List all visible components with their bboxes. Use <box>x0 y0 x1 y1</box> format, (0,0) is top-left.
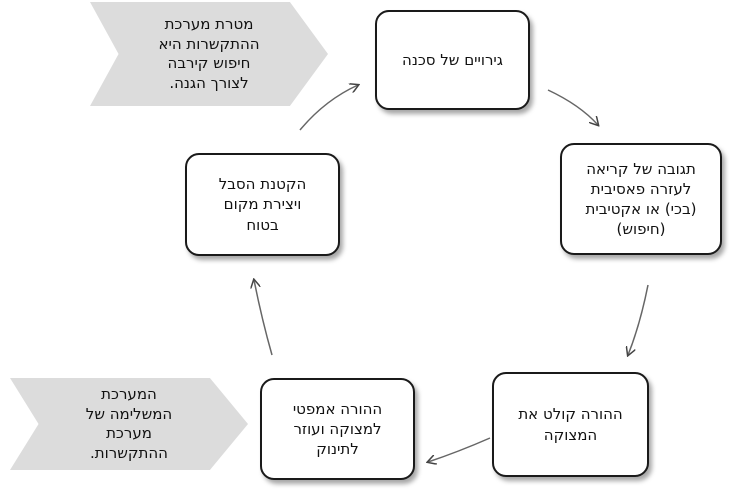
callout-system-purpose-text: מטרת מערכת ההתקשרות היא חיפוש קירבה לצור… <box>158 15 260 92</box>
node-danger-stimuli: גירויים של סכנה <box>375 10 530 110</box>
node-reduce-suffering: הקטנת הסבל ויצירת מקום בטוח <box>185 153 340 256</box>
node-cry-response: תגובה של קריאה לעזרה פאסיבית (בכי) או אק… <box>560 143 722 255</box>
callout-complementary-system: המערכת המשלימה של מערכת ההתקשרות. <box>10 378 248 470</box>
arrow-cry-to-receives <box>628 284 649 355</box>
arrow-danger-to-cry <box>547 89 598 125</box>
arrow-empathic-to-reduce <box>254 280 273 356</box>
callout-complementary-system-text: המערכת המשלימה של מערכת ההתקשרות. <box>85 385 173 462</box>
node-parent-empathic-label: ההורה אמפטי למצוקה ועוזר לתינוק <box>292 399 383 459</box>
node-cry-response-label: תגובה של קריאה לעזרה פאסיבית (בכי) או אק… <box>585 159 697 239</box>
node-reduce-suffering-label: הקטנת הסבל ויצירת מקום בטוח <box>218 175 307 234</box>
node-danger-stimuli-label: גירויים של סכנה <box>402 50 503 69</box>
arrow-reduce-to-danger <box>299 85 358 131</box>
arrow-receives-to-empathic <box>428 437 491 462</box>
node-parent-receives-distress: ההורה קולט את המצוקה <box>492 372 649 477</box>
callout-system-purpose: מטרת מערכת ההתקשרות היא חיפוש קירבה לצור… <box>90 2 328 106</box>
node-parent-receives-distress-label: ההורה קולט את המצוקה <box>518 405 623 444</box>
node-parent-empathic: ההורה אמפטי למצוקה ועוזר לתינוק <box>260 378 415 480</box>
